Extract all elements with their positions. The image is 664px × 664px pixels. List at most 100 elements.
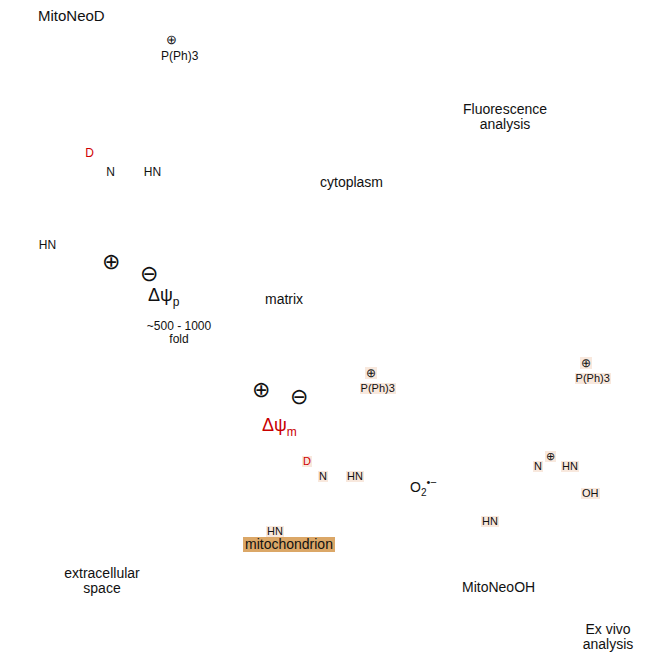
bond [538, 442, 552, 450]
potential-label: Δψ [148, 286, 173, 306]
bond [379, 448, 387, 462]
export-arrow [566, 530, 601, 602]
atom-label: HN [143, 166, 162, 178]
bond [6, 208, 17, 226]
uptake-arrow [215, 166, 267, 238]
product-name: MitoNeoOH [462, 580, 535, 595]
bond [586, 438, 594, 452]
atom-label: N [533, 461, 543, 472]
fluorescence-bolt [462, 104, 640, 352]
ring [323, 490, 355, 518]
bond [243, 504, 251, 518]
charge-symbol: ⊕ [252, 378, 270, 402]
inner-membrane-group [205, 226, 616, 584]
atom-label: N [105, 166, 116, 178]
bond [184, 135, 195, 153]
bond [128, 119, 129, 140]
bond [89, 161, 90, 172]
potential-label: Δψ [262, 416, 287, 436]
cell-membrane [108, 135, 662, 663]
reaction-arrow [402, 471, 458, 473]
bond [551, 426, 552, 442]
bond [458, 494, 466, 508]
bond [508, 458, 522, 466]
atom-label: HN [266, 526, 284, 537]
bond [466, 508, 474, 522]
region-label: extracellular space [50, 566, 154, 597]
note: ~500 - 1000 fold [136, 320, 222, 346]
bond [350, 412, 351, 428]
bond [251, 518, 259, 532]
ring [538, 480, 570, 508]
region-label: mitochondrion [243, 537, 335, 552]
bond [293, 468, 307, 476]
bond [566, 394, 580, 402]
bond [594, 452, 610, 453]
ring [48, 190, 90, 226]
ring [275, 490, 307, 518]
atom-label: HN [481, 516, 499, 527]
atom-label: D [302, 456, 312, 467]
ring [111, 190, 153, 226]
bond [184, 153, 205, 154]
atom-label: P(Ph)3 [360, 383, 396, 394]
uptake-arrow-head [252, 234, 283, 268]
bond [337, 428, 351, 436]
bond [146, 88, 147, 109]
bond [323, 452, 337, 460]
bond [174, 154, 185, 172]
charge-symbol: ⊕ [102, 250, 120, 274]
bond [306, 468, 307, 477]
probe-name: MitoNeoD [38, 8, 105, 25]
bond [351, 404, 365, 412]
charge: ⊕ [545, 451, 556, 462]
charge: ⊕ [365, 367, 377, 379]
atom-label: HN [561, 461, 579, 472]
method-label: Fluorescence analysis [455, 102, 555, 133]
bond [336, 436, 337, 452]
ring [265, 444, 293, 476]
superscript: •− [426, 476, 436, 488]
bond [147, 77, 165, 88]
method-label: Ex vivo analysis [560, 622, 656, 653]
region-label: matrix [265, 292, 303, 307]
bond [16, 226, 27, 244]
bond [251, 504, 259, 518]
inner-membrane [205, 226, 616, 584]
atom-label: HN [38, 239, 57, 251]
cell-outline [108, 135, 662, 663]
bond [379, 462, 395, 463]
atom-label: D [84, 147, 95, 159]
reactant-label: O [410, 480, 421, 495]
ring [480, 434, 508, 466]
bond [111, 140, 129, 151]
bond [174, 135, 185, 153]
bond [371, 462, 379, 476]
bond [466, 494, 474, 508]
bond [16, 208, 27, 226]
bond [0, 226, 16, 227]
charge: ⊕ [165, 33, 178, 46]
subscript: p [173, 296, 180, 309]
charge-symbol: ⊖ [140, 262, 158, 286]
atom-label: N [318, 471, 328, 482]
export-arrow-head [536, 590, 572, 618]
region-label: cytoplasm [320, 175, 383, 190]
bond [594, 438, 602, 452]
mitochondrion: matrix mitochondrion [182, 202, 638, 608]
ring [35, 130, 71, 172]
bond [235, 517, 251, 518]
bond [586, 452, 594, 466]
subscript: m [287, 426, 297, 439]
charge-symbol: ⊖ [290, 385, 308, 409]
bond [371, 448, 379, 462]
molecule-drawings [0, 56, 610, 531]
reaction-arrow-head [456, 467, 470, 477]
bond [450, 507, 466, 508]
atom-label: HN [346, 471, 364, 482]
cell: cytoplasm matrix mitochondrion [108, 135, 662, 663]
atom-label: P(Ph)3 [575, 373, 611, 384]
bond [552, 418, 566, 426]
ring [490, 480, 522, 508]
